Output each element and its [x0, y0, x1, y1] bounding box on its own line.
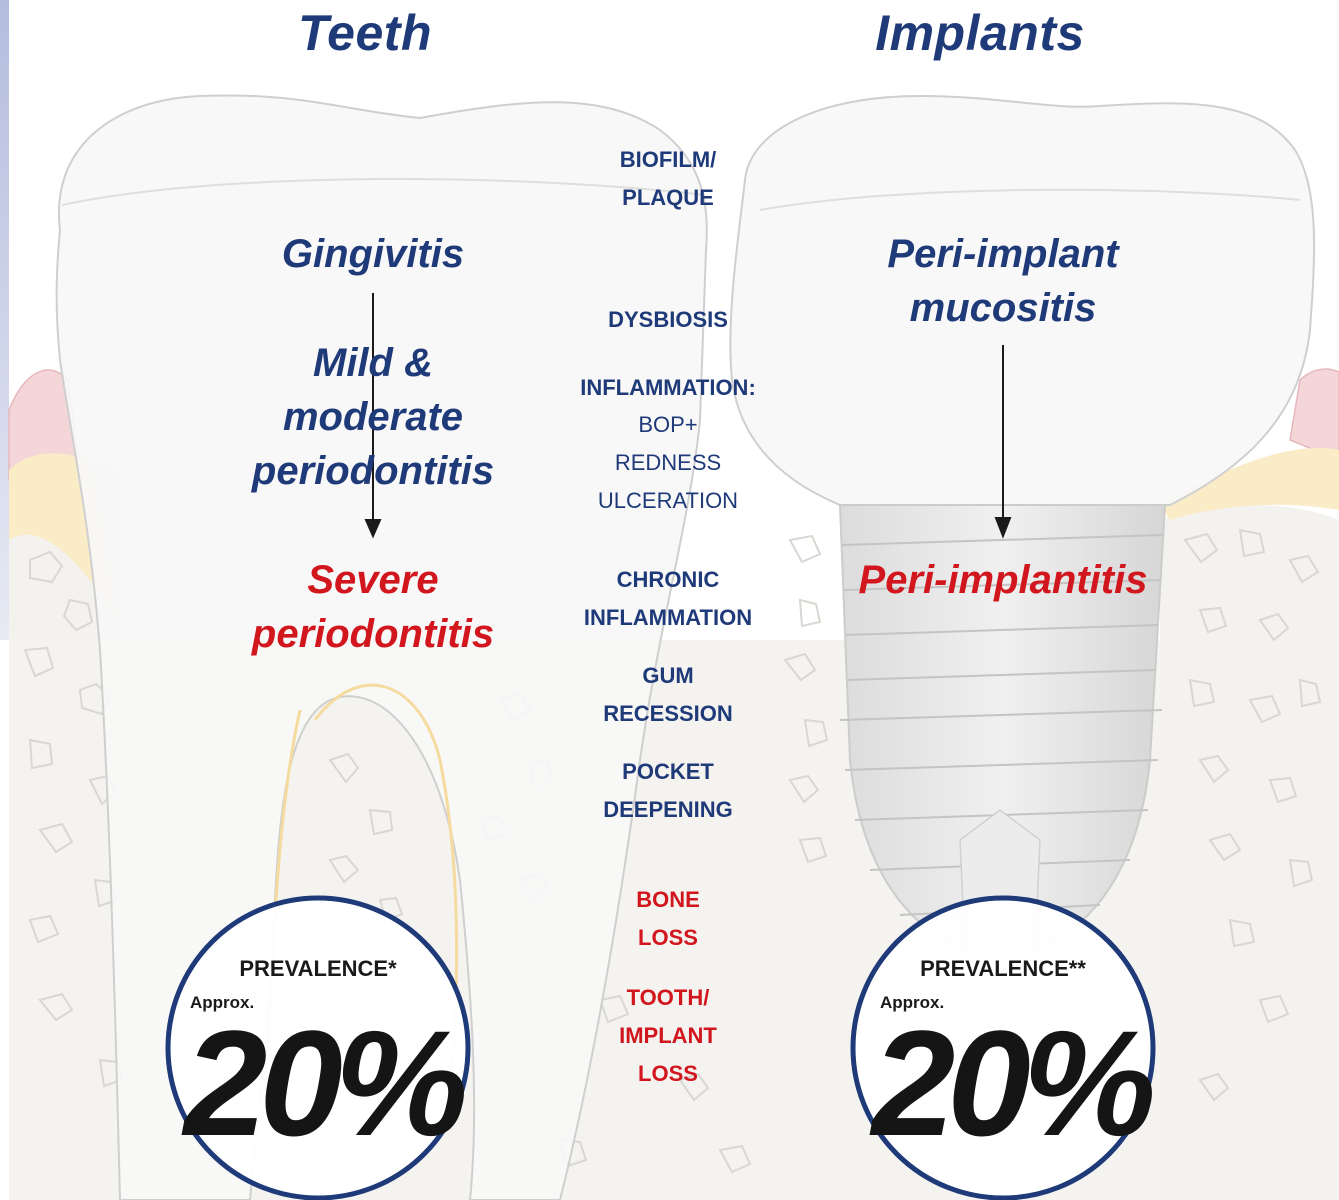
label-chronic-inflammation: CHRONIC INFLAMMATION — [560, 561, 776, 637]
label-gum-recession: GUM RECESSION — [560, 657, 776, 733]
label-dysbiosis: DYSBIOSIS — [560, 301, 776, 339]
label-bone-loss: BONE LOSS — [560, 881, 776, 957]
heading-teeth: Teeth — [265, 4, 465, 62]
stage-mild-moderate-periodontitis: Mild & moderate periodontitis — [223, 336, 523, 498]
bone-right — [1160, 505, 1339, 1200]
label-biofilm-plaque: BIOFILM/ PLAQUE — [560, 141, 776, 217]
label-inflammation-signs: BOP+ REDNESS ULCERATION — [560, 406, 776, 520]
stage-gingivitis: Gingivitis — [223, 227, 523, 281]
heading-implants: Implants — [850, 4, 1110, 62]
stage-peri-implantitis: Peri-implantitis — [833, 553, 1173, 607]
prevalence-value-teeth: 20% — [172, 1008, 472, 1158]
stage-peri-implant-mucositis: Peri-implant mucositis — [853, 227, 1153, 335]
prevalence-value-implants: 20% — [860, 1008, 1160, 1158]
prevalence-label-teeth: PREVALENCE* — [200, 956, 436, 982]
stage-severe-periodontitis: Severe periodontitis — [223, 553, 523, 661]
page-edge-strip — [0, 0, 9, 640]
label-inflammation: INFLAMMATION: — [560, 369, 776, 407]
prevalence-label-implants: PREVALENCE** — [885, 956, 1121, 982]
label-tooth-implant-loss: TOOTH/ IMPLANT LOSS — [560, 979, 776, 1093]
label-pocket-deepening: POCKET DEEPENING — [560, 753, 776, 829]
